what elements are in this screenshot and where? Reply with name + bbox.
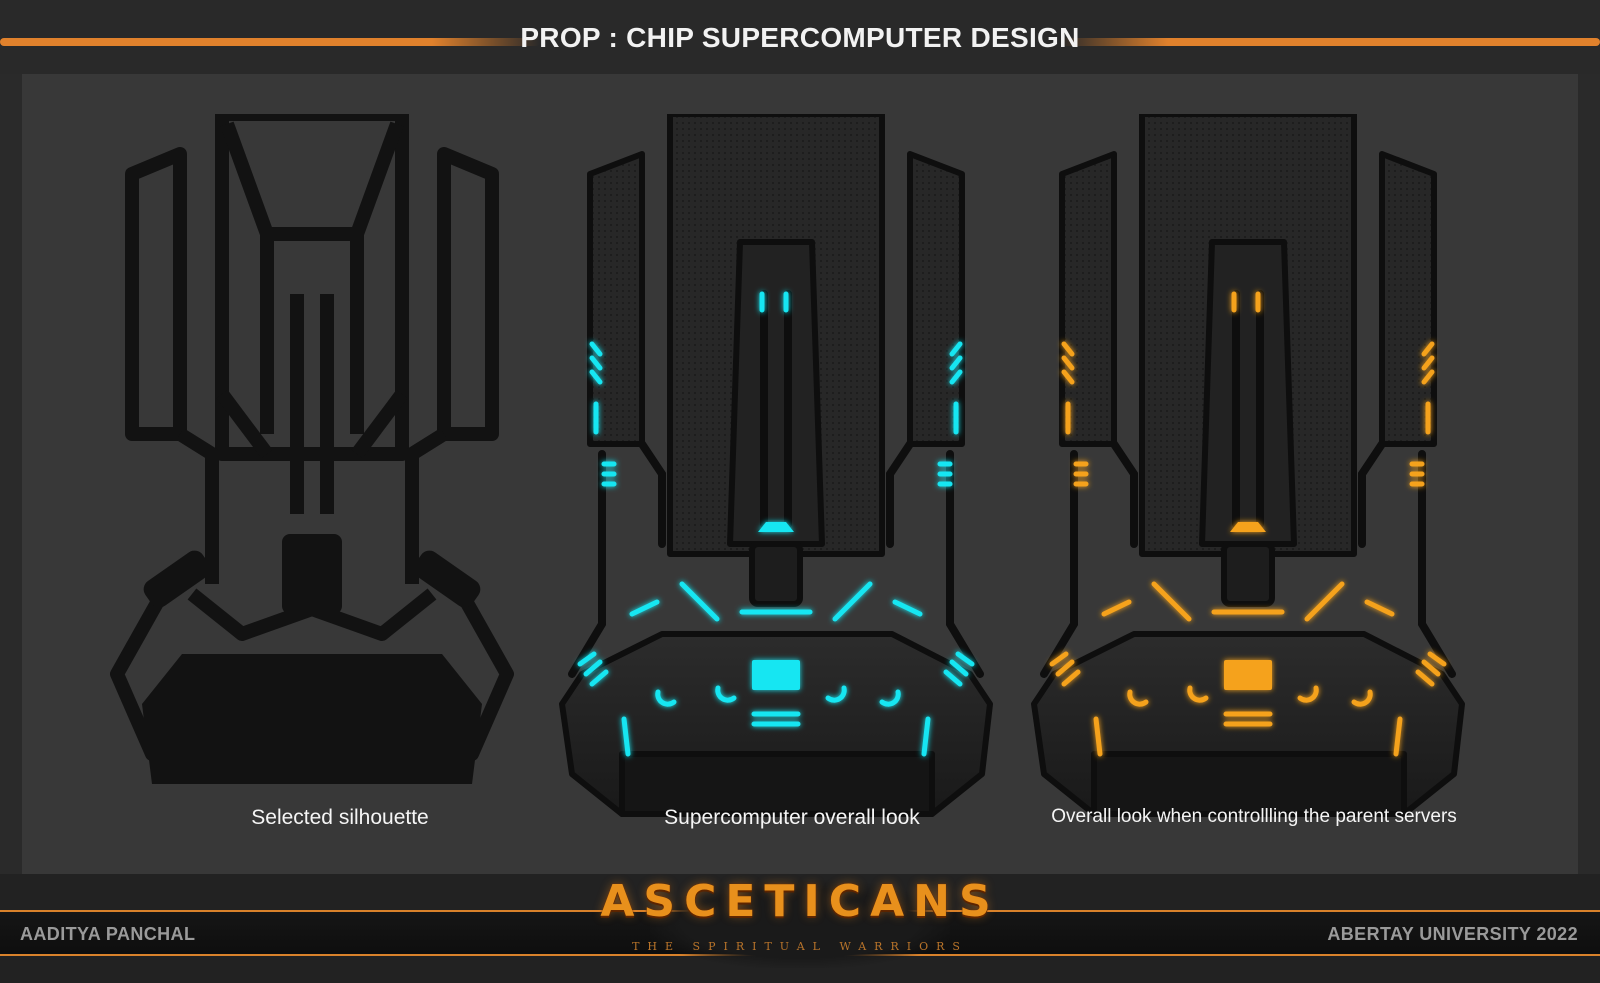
header-accent-line-left	[0, 38, 540, 46]
author-name: AADITYA PANCHAL	[20, 924, 196, 944]
caption-overall-look: Supercomputer overall look	[664, 806, 920, 829]
university-credit: ABERTAY UNIVERSITY 2022	[1327, 924, 1578, 944]
header-bar: PROP : CHIP SUPERCOMPUTER DESIGN	[0, 0, 1600, 74]
logo-backdrop	[650, 880, 950, 968]
game-logo: ASCETICANS	[600, 876, 1000, 927]
caption-silhouette: Selected silhouette	[251, 806, 429, 829]
silhouette-illustration	[110, 114, 514, 784]
caption-controlling-look: Overall look when controllling the paren…	[1051, 806, 1457, 827]
supercomputer-cyan-illustration	[559, 114, 993, 817]
header-accent-line-right	[1060, 38, 1600, 46]
supercomputer-amber-illustration	[1031, 114, 1465, 817]
page-title: PROP : CHIP SUPERCOMPUTER DESIGN	[520, 22, 1080, 53]
game-logo-tagline: THE SPIRITUAL WARRIORS	[632, 940, 968, 953]
artboard-panel: Selected silhouette Supercomputer overal…	[22, 74, 1578, 874]
footer-bar: AADITYA PANCHAL ABERTAY UNIVERSITY 2022 …	[0, 874, 1600, 983]
